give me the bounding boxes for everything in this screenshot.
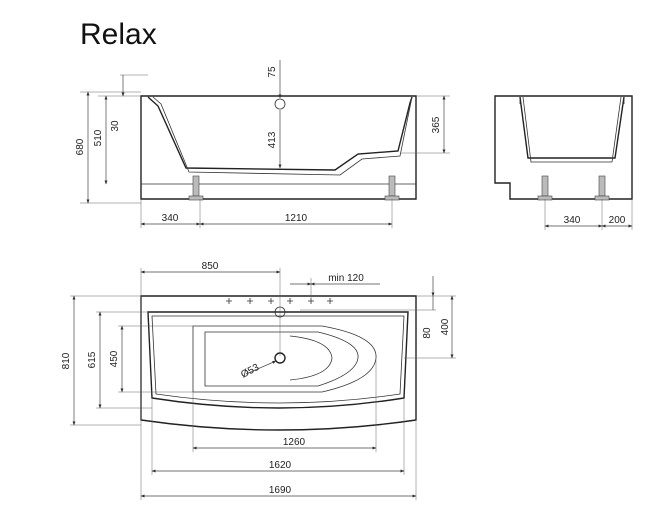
dim-deck-depth: 80 bbox=[422, 327, 433, 339]
tap-holes bbox=[226, 298, 333, 304]
product-title: Relax bbox=[80, 18, 157, 51]
dim-overall-width: 810 bbox=[61, 352, 72, 369]
side-view-basin-inner bbox=[152, 96, 413, 176]
dim-drain-position: 850 bbox=[202, 261, 219, 272]
end-view-leg-2 bbox=[598, 175, 606, 197]
top-view-inner bbox=[151, 315, 405, 404]
side-view-foot-1 bbox=[188, 195, 204, 201]
side-view-overflow bbox=[274, 98, 286, 110]
dim-side-leg-offset: 340 bbox=[162, 213, 179, 224]
side-view: 680 510 30 75 413 365 340 1210 bbox=[75, 60, 450, 228]
dim-rim-thickness: 30 bbox=[110, 120, 121, 132]
dim-inner-length: 1260 bbox=[283, 437, 306, 448]
side-view-basin bbox=[147, 96, 413, 171]
dim-min-spacing: min 120 bbox=[328, 273, 364, 284]
end-view-basin bbox=[519, 96, 625, 159]
side-view-outer bbox=[140, 95, 417, 200]
side-view-leg-2 bbox=[388, 175, 396, 197]
end-view: 340 200 bbox=[494, 95, 633, 230]
dim-rim-height: 510 bbox=[93, 129, 104, 146]
dim-bottom-width: 450 bbox=[109, 350, 120, 367]
dim-overall-height: 680 bbox=[75, 138, 86, 155]
dim-deck-width: 400 bbox=[440, 318, 451, 335]
top-view-rim bbox=[147, 311, 409, 409]
side-view-leg-1 bbox=[192, 175, 200, 197]
end-view-outer bbox=[494, 95, 633, 200]
dim-depth: 413 bbox=[267, 131, 278, 148]
dim-end-leg-offset: 340 bbox=[564, 215, 581, 226]
dim-headrest-height: 365 bbox=[431, 116, 442, 133]
top-view: Ø53 bbox=[61, 261, 456, 500]
end-view-leg-1 bbox=[541, 175, 549, 197]
dim-overall-length: 1690 bbox=[269, 485, 292, 496]
top-view-outer bbox=[140, 295, 417, 431]
dim-drain-diameter: Ø53 bbox=[239, 362, 261, 381]
dim-top-gap: 75 bbox=[267, 66, 278, 78]
dim-inner-width: 615 bbox=[87, 351, 98, 368]
dim-leg-spacing: 1210 bbox=[285, 213, 308, 224]
dim-rim-length: 1620 bbox=[269, 460, 292, 471]
dim-end-edge: 200 bbox=[609, 215, 626, 226]
